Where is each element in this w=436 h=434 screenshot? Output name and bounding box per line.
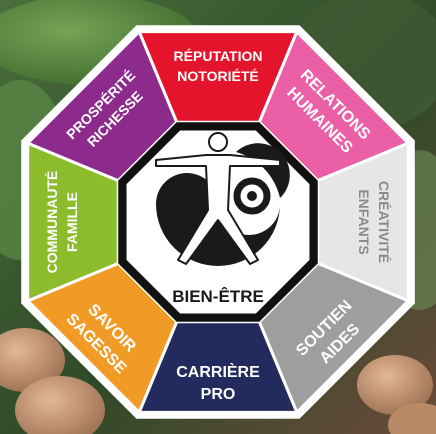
sector-creativite-line1: CRÉATIVITÉ bbox=[376, 181, 392, 263]
sector-prosperite: PROSPÉRITÉRICHESSE bbox=[26, 30, 179, 183]
sector-creativite: CRÉATIVITÉENFANTS bbox=[316, 141, 410, 303]
sector-creativite-label: CRÉATIVITÉENFANTS bbox=[356, 181, 392, 263]
sector-carriere-line1: CARRIÈRE bbox=[176, 362, 260, 381]
sector-relations: RELATIONSHUMAINES bbox=[257, 30, 410, 183]
sector-carriere-label: CARRIÈRE PRO bbox=[176, 362, 260, 403]
sector-reputation-line2: NOTORIÉTÉ bbox=[177, 68, 258, 84]
sector-reputation-line1: RÉPUTATION bbox=[174, 48, 263, 64]
sector-creativite-line2: ENFANTS bbox=[356, 189, 372, 254]
sector-soutien: SOUTIENAIDES bbox=[257, 261, 410, 414]
sector-carriere: CARRIÈRE PRO bbox=[137, 320, 299, 414]
sector-carriere-line2: PRO bbox=[201, 386, 236, 403]
sector-savoir: SAVOIRSAGESSE bbox=[26, 261, 179, 414]
sector-reputation-label: RÉPUTATION NOTORIÉTÉ bbox=[174, 48, 263, 84]
center-label: BIEN-ÊTRE bbox=[172, 287, 264, 306]
sector-communaute-line1: COMMUNAUTÉ bbox=[44, 171, 60, 274]
yin-yang-human-icon bbox=[155, 132, 290, 266]
sector-communaute-line2: FAMILLE bbox=[64, 192, 80, 252]
